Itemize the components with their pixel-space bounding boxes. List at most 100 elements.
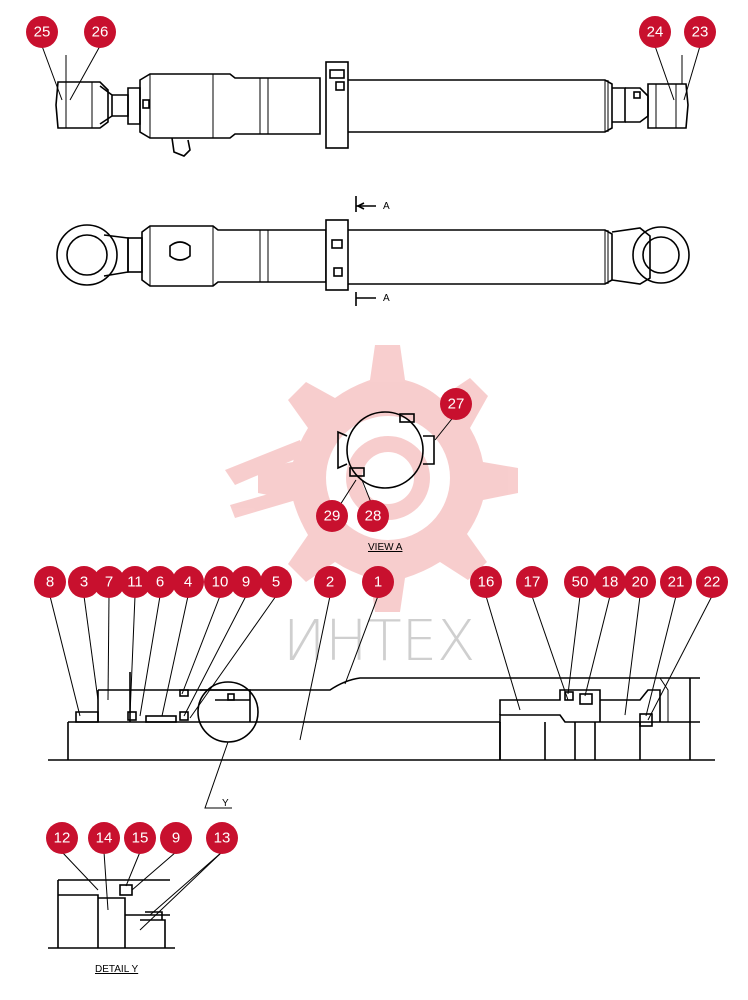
callout-label: 10 [212, 574, 229, 591]
callout-label: 3 [80, 574, 88, 591]
callout-22: 22 [696, 566, 728, 598]
callout-23: 23 [684, 16, 716, 48]
detail-mark: Y [222, 798, 229, 809]
callout-6: 6 [144, 566, 176, 598]
detail-y-drawing: DETAIL Y [48, 879, 175, 975]
leader-lines [41, 45, 713, 931]
cylinder-side-view: A A [56, 196, 690, 306]
callout-18: 18 [594, 566, 626, 598]
callout-17: 17 [516, 566, 548, 598]
callout-label: 9 [242, 574, 250, 591]
callout-20: 20 [624, 566, 656, 598]
callout-11: 11 [119, 566, 151, 598]
callout-marker [144, 566, 176, 598]
callout-28: 28 [357, 500, 389, 532]
callout-label: 23 [692, 24, 709, 41]
callout-29: 29 [316, 500, 348, 532]
callout-label: 29 [324, 508, 341, 525]
callout-label: 8 [46, 574, 54, 591]
callout-7: 7 [93, 566, 125, 598]
section-mark-bottom: A [383, 293, 390, 304]
callout-26: 26 [84, 16, 116, 48]
callout-10: 10 [204, 566, 236, 598]
callout-marker [260, 566, 292, 598]
callout-marker [564, 566, 596, 598]
callout-50: 50 [564, 566, 596, 598]
callout-label: 14 [96, 830, 113, 847]
callout-2: 2 [314, 566, 346, 598]
callout-marker [516, 566, 548, 598]
callout-marker [357, 500, 389, 532]
callout-1: 1 [362, 566, 394, 598]
callout-13: 13 [206, 822, 238, 854]
callout-14: 14 [88, 822, 120, 854]
callout-label: 15 [132, 830, 149, 847]
callout-marker [206, 822, 238, 854]
callout-marker [93, 566, 125, 598]
callout-24: 24 [639, 16, 671, 48]
cylinder-top-view [55, 55, 689, 157]
callout-21: 21 [660, 566, 692, 598]
callout-label: 20 [632, 574, 649, 591]
callout-label: 1 [374, 574, 382, 591]
callout-marker [124, 822, 156, 854]
callout-label: 28 [365, 508, 382, 525]
callout-12: 12 [46, 822, 78, 854]
callout-label: 17 [524, 574, 541, 591]
callout-label: 2 [326, 574, 334, 591]
callout-4: 4 [172, 566, 204, 598]
callout-label: 24 [647, 24, 664, 41]
callout-label: 18 [602, 574, 619, 591]
callout-label: 21 [668, 574, 685, 591]
callout-label: 9 [172, 830, 180, 847]
callout-label: 22 [704, 574, 721, 591]
callout-marker [34, 566, 66, 598]
callout-25: 25 [26, 16, 58, 48]
callout-marker [362, 566, 394, 598]
callout-label: 26 [92, 24, 109, 41]
callout-marker [88, 822, 120, 854]
callout-16: 16 [470, 566, 502, 598]
callout-marker [696, 566, 728, 598]
callout-marker [316, 500, 348, 532]
callout-3: 3 [68, 566, 100, 598]
callout-9: 9 [160, 822, 192, 854]
callout-27: 27 [440, 388, 472, 420]
callout-marker [68, 566, 100, 598]
callout-marker [26, 16, 58, 48]
callout-marker [160, 822, 192, 854]
callout-label: 5 [272, 574, 280, 591]
callout-marker [684, 16, 716, 48]
callout-label: 25 [34, 24, 51, 41]
view-a-drawing: VIEW A [337, 411, 456, 553]
callout-label: 11 [127, 574, 143, 591]
callout-marker [660, 566, 692, 598]
callout-label: 16 [478, 574, 495, 591]
watermark-text: ИНТЕХ [283, 609, 475, 674]
callout-marker [624, 566, 656, 598]
callout-marker [230, 566, 262, 598]
callout-5: 5 [260, 566, 292, 598]
callout-marker [314, 566, 346, 598]
callout-label: 50 [572, 574, 589, 591]
callout-marker [470, 566, 502, 598]
view-a-label: VIEW A [368, 542, 403, 553]
callout-15: 15 [124, 822, 156, 854]
callout-label: 7 [105, 574, 113, 591]
callout-marker [119, 566, 151, 598]
callout-marker [639, 16, 671, 48]
callout-marker [594, 566, 626, 598]
callout-label: 6 [156, 574, 164, 591]
callout-label: 27 [448, 396, 465, 413]
detail-y-label: DETAIL Y [95, 964, 138, 975]
callout-9: 9 [230, 566, 262, 598]
callout-label: 12 [54, 830, 71, 847]
callout-label: 4 [184, 574, 192, 591]
callout-8: 8 [34, 566, 66, 598]
callout-marker [440, 388, 472, 420]
callout-label: 13 [214, 830, 231, 847]
callout-marker [204, 566, 236, 598]
cylinder-section: Y [48, 672, 715, 809]
